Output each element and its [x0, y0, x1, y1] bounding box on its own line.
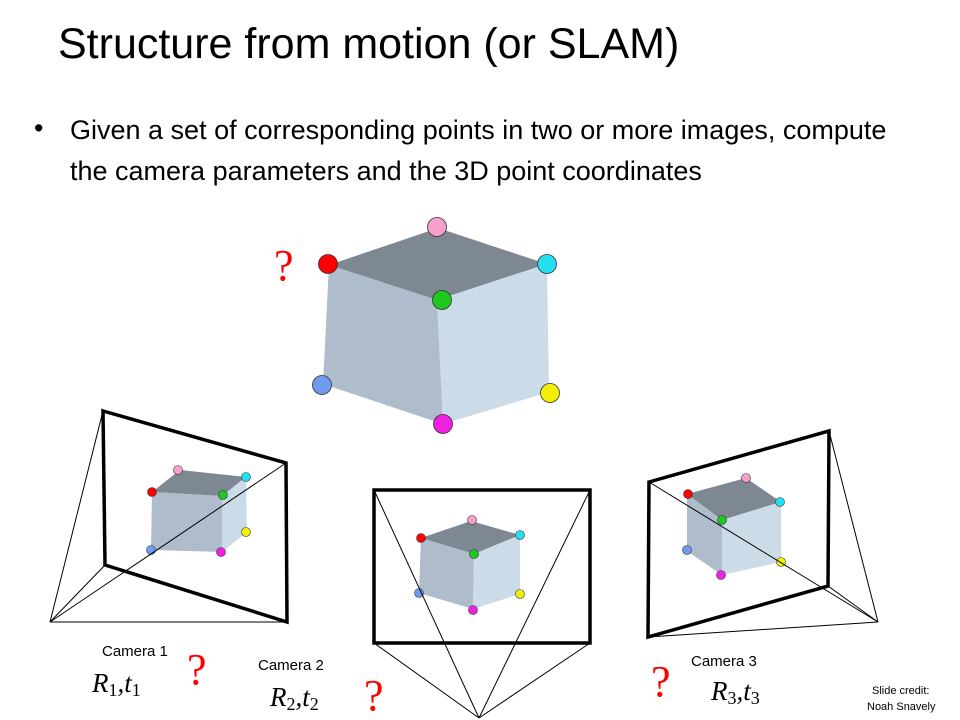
bullet-text: Given a set of corresponding points in t… [70, 115, 887, 186]
point-red [318, 254, 338, 274]
camera-2-pose: R2,t2 [269, 682, 319, 714]
camera-3-frustum [647, 430, 879, 638]
cube-left-face [323, 265, 443, 424]
slide-title: Structure from motion (or SLAM) [58, 20, 680, 68]
point-pink [427, 217, 447, 237]
slide-credit-line-1: Slide credit: [872, 685, 929, 697]
camera-3-label: Camera 3 [691, 653, 757, 670]
camera-1-label: Camera 1 [102, 643, 168, 660]
bullet-marker: • [34, 113, 44, 143]
point-blue [312, 375, 332, 395]
camera-2-label: Camera 2 [258, 657, 324, 674]
camera-1-question-mark: ? [187, 645, 207, 694]
point-yellow [540, 383, 560, 403]
slide-credit-line-2: Noah Snavely [867, 701, 936, 713]
point-cyan [537, 254, 557, 274]
cube-top-face [329, 228, 547, 300]
camera-2-question-mark: ? [364, 671, 384, 720]
structure-question-mark: ? [274, 241, 294, 290]
camera-1 [49, 408, 289, 625]
camera-3-pose: R3,t3 [710, 676, 760, 708]
camera-3-question-mark: ? [651, 657, 671, 706]
camera-1-cube [146, 465, 251, 557]
point-green [432, 290, 452, 310]
camera-2-frustum [373, 489, 591, 719]
camera-3 [646, 428, 879, 640]
camera-2-cube [414, 515, 525, 615]
camera-2 [372, 488, 592, 719]
camera-1-frustum [49, 410, 287, 623]
point-magenta [433, 414, 453, 434]
main-cube [312, 217, 560, 434]
cube-right-face [437, 264, 549, 424]
camera-1-pose: R1,t1 [91, 668, 141, 700]
camera-3-cube [682, 473, 786, 580]
